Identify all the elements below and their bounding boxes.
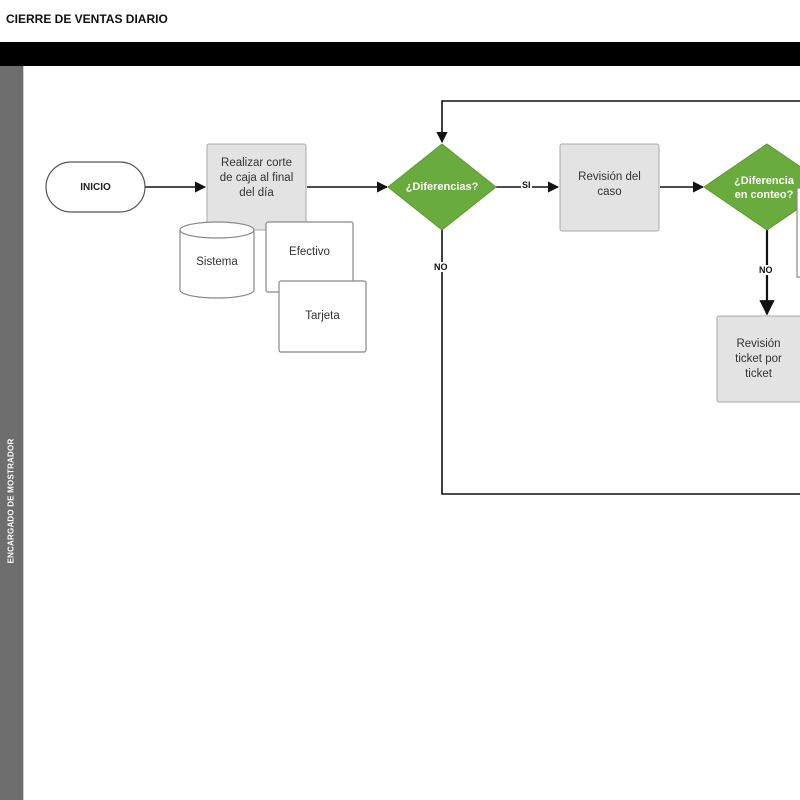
decision-conteo-shape xyxy=(703,143,800,231)
swimlane-header: ENCARGADO DE MOSTRADOR xyxy=(0,66,23,800)
decision-diferencias: ¿Diferencias? xyxy=(388,172,496,202)
process-revision-ticket-label: Revisión ticket por ticket xyxy=(735,337,782,380)
process-revision-caso-label: Revisión del caso xyxy=(578,171,641,198)
header-bar xyxy=(0,42,800,66)
document-efectivo-label: Efectivo xyxy=(289,246,330,258)
process-realizar-corte: Realizar corte de caja al final del día xyxy=(207,144,306,230)
edge-label-no-conteo: NO xyxy=(758,265,774,275)
decision-diferencia-conteo: ¿Diferencia en conteo? xyxy=(728,160,800,216)
decision-diferencias-shape xyxy=(387,143,497,231)
document-tarjeta-shape xyxy=(278,280,367,353)
process-revision-ticket: Revisión ticket por ticket xyxy=(717,316,800,402)
process-realizar-corte-label: Realizar corte de caja al final del día xyxy=(219,157,294,199)
decision-diferencias-label: ¿Diferencias? xyxy=(405,181,479,193)
document-efectivo: Efectivo xyxy=(266,222,353,262)
document-tarjeta-label: Tarjeta xyxy=(305,310,340,322)
edge-label-si: SI xyxy=(521,180,532,190)
database-sistema-label: Sistema xyxy=(196,255,238,268)
database-sistema: Sistema xyxy=(180,240,254,284)
process-revision-caso-shape xyxy=(559,143,660,232)
process-corte-shape xyxy=(206,143,307,231)
start-terminal-label: INICIO xyxy=(80,181,111,193)
edge-label-no-diferencias: NO xyxy=(433,262,449,272)
document-tarjeta: Tarjeta xyxy=(279,281,366,352)
edge-return-top xyxy=(436,100,800,144)
lane-divider xyxy=(23,66,24,800)
diagram-title: CIERRE DE VENTAS DIARIO xyxy=(6,12,168,26)
start-terminal-shape xyxy=(45,161,146,213)
partial-offscreen-box xyxy=(796,187,800,278)
process-revision-ticket-shape xyxy=(716,315,800,403)
edge-diferencias-no-loop xyxy=(441,230,800,495)
decision-diferencia-conteo-label: ¿Diferencia en conteo? xyxy=(734,175,794,201)
start-terminal: INICIO xyxy=(46,162,145,212)
process-revision-caso: Revisión del caso xyxy=(560,144,659,231)
database-sistema-shape xyxy=(179,221,255,299)
